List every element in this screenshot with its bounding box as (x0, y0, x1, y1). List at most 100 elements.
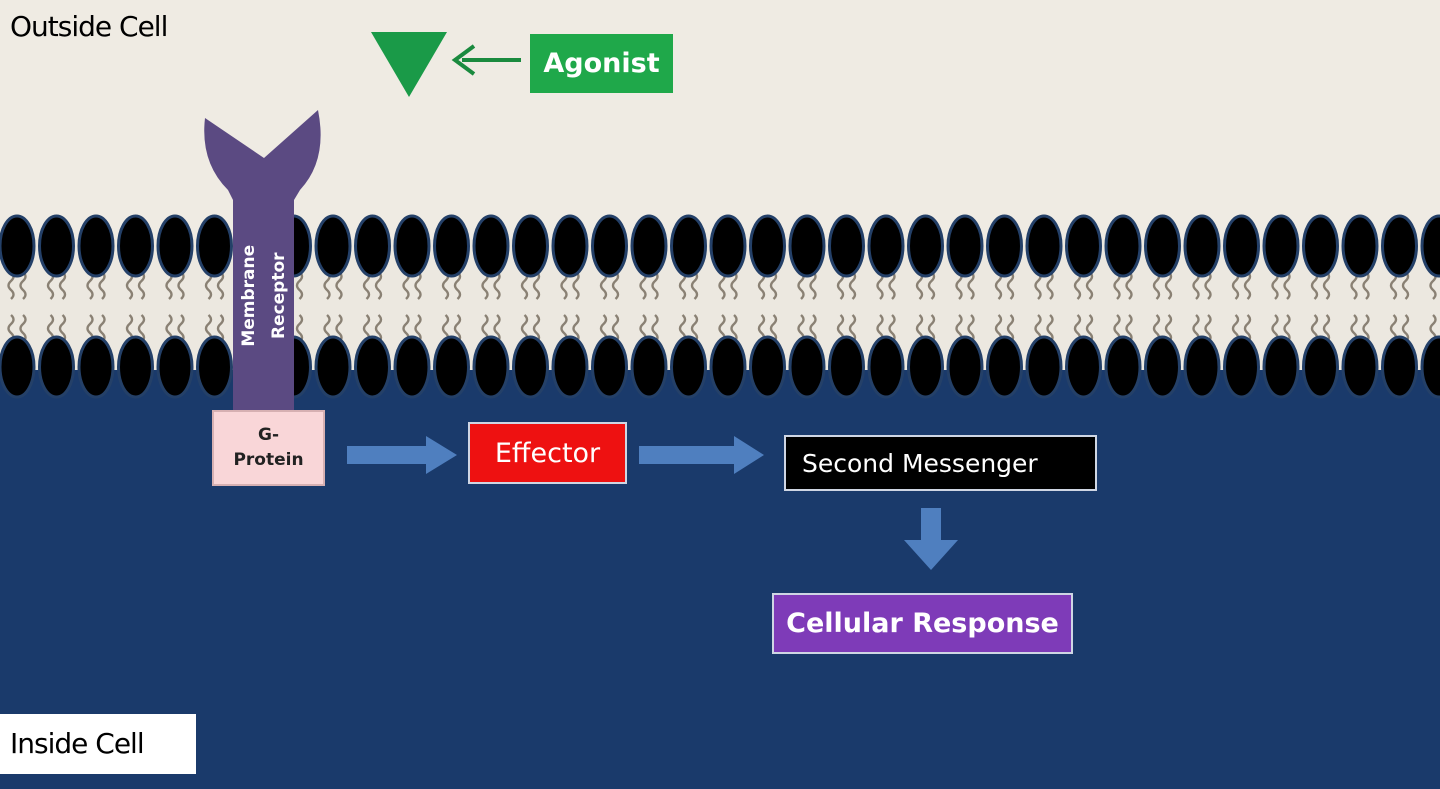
lipid-head (591, 335, 628, 399)
lipid-tail (493, 271, 501, 300)
lipid-head (709, 214, 747, 278)
lipid-head (393, 335, 431, 399)
lipid-tail (927, 314, 936, 343)
lipid-head (1262, 214, 1300, 278)
lipid-tail (1401, 314, 1410, 343)
lipid-head (1341, 335, 1379, 399)
lipid-tail (769, 314, 778, 343)
lipid-tail (19, 271, 27, 300)
lipid-tail (58, 271, 67, 300)
lipid-tail (967, 314, 975, 343)
lipid-head (1104, 335, 1142, 399)
arrow-down-icon (904, 508, 958, 570)
lipid-tail (1164, 314, 1173, 343)
lipid-tail (374, 271, 383, 300)
lipid-heads-outer (0, 214, 1440, 278)
agonist-box: Agonist (530, 34, 673, 93)
lipid-tail (888, 314, 896, 343)
lipid-tail (374, 314, 383, 343)
lipid-head (551, 214, 589, 278)
lipid-tail (453, 314, 462, 343)
lipid-tail (848, 271, 857, 300)
outside-cell-label: Outside Cell (10, 10, 168, 43)
lipid-head (670, 214, 707, 278)
lipid-head (512, 214, 549, 278)
lipid-tail (927, 271, 936, 300)
lipid-head (0, 335, 36, 399)
lipid-head (1025, 214, 1063, 278)
lipid-head (0, 214, 36, 278)
lipid-head (117, 214, 154, 278)
lipid-tail (611, 271, 620, 300)
arrow-left-icon (451, 44, 521, 76)
lipid-head (117, 335, 154, 399)
lipid-tail (809, 314, 817, 343)
agonist-triangle-icon (371, 32, 447, 97)
lipid-head (1223, 214, 1260, 278)
lipid-head (946, 335, 984, 399)
lipid-tail (967, 271, 975, 300)
lipid-tail (295, 271, 304, 300)
lipid-tail (1204, 271, 1212, 300)
lipid-tail (295, 314, 304, 343)
lipid-head (551, 335, 589, 399)
lipid-tail (1085, 271, 1094, 300)
lipid-head (828, 214, 865, 278)
lipid-head (1183, 335, 1221, 399)
lipid-head (1144, 335, 1181, 399)
lipid-head (1025, 335, 1063, 399)
lipid-tail (1085, 314, 1094, 343)
lipid-tail (335, 271, 343, 300)
lipid-tail (1322, 271, 1331, 300)
lipid-tail (1204, 314, 1212, 343)
lipid-head (354, 335, 391, 399)
lipid-head (1104, 214, 1142, 278)
lipid-head (512, 335, 549, 399)
membrane-receptor-label-wrap: Membrane Receptor (233, 227, 297, 365)
lipid-head (1381, 214, 1418, 278)
lipid-head (314, 214, 352, 278)
lipid-head (630, 214, 668, 278)
g-protein-label: G- Protein (233, 425, 304, 470)
lipid-tail (730, 271, 738, 300)
lipid-tail (177, 271, 185, 300)
second-messenger-box: Second Messenger (784, 435, 1097, 491)
lipid-tail (1164, 271, 1173, 300)
lipid-head (472, 214, 510, 278)
membrane-receptor-label: Membrane Receptor (239, 245, 290, 347)
lipid-head (591, 214, 628, 278)
g-protein-box: G- Protein (212, 410, 325, 486)
lipid-tail (137, 271, 146, 300)
lipid-head (156, 214, 194, 278)
lipid-head (907, 214, 944, 278)
lipid-head (1065, 335, 1102, 399)
lipid-head (788, 335, 826, 399)
lipid-tail (532, 271, 541, 300)
agonist-label: Agonist (543, 48, 660, 79)
lipid-head (314, 335, 352, 399)
lipid-tail (1125, 314, 1133, 343)
lipid-head (867, 335, 905, 399)
lipid-tail (98, 314, 106, 343)
lipid-tail (690, 314, 699, 343)
lipid-tail (1362, 271, 1370, 300)
lipid-tail (335, 314, 343, 343)
lipid-tail (1243, 271, 1252, 300)
lipid-tail (651, 271, 659, 300)
lipid-tail (493, 314, 501, 343)
cellular-response-label: Cellular Response (786, 608, 1059, 639)
lipid-tail (1006, 271, 1015, 300)
second-messenger-label: Second Messenger (802, 448, 1038, 478)
lipid-head (196, 214, 233, 278)
lipid-head (1144, 214, 1181, 278)
lipid-tail (1322, 314, 1331, 343)
lipid-head (1420, 335, 1440, 399)
lipid-tail (572, 271, 580, 300)
lipid-tail (216, 271, 225, 300)
lipid-tail (177, 314, 185, 343)
lipid-head (393, 214, 431, 278)
lipid-tail (848, 314, 857, 343)
effector-label: Effector (494, 437, 601, 469)
lipid-head (433, 335, 470, 399)
